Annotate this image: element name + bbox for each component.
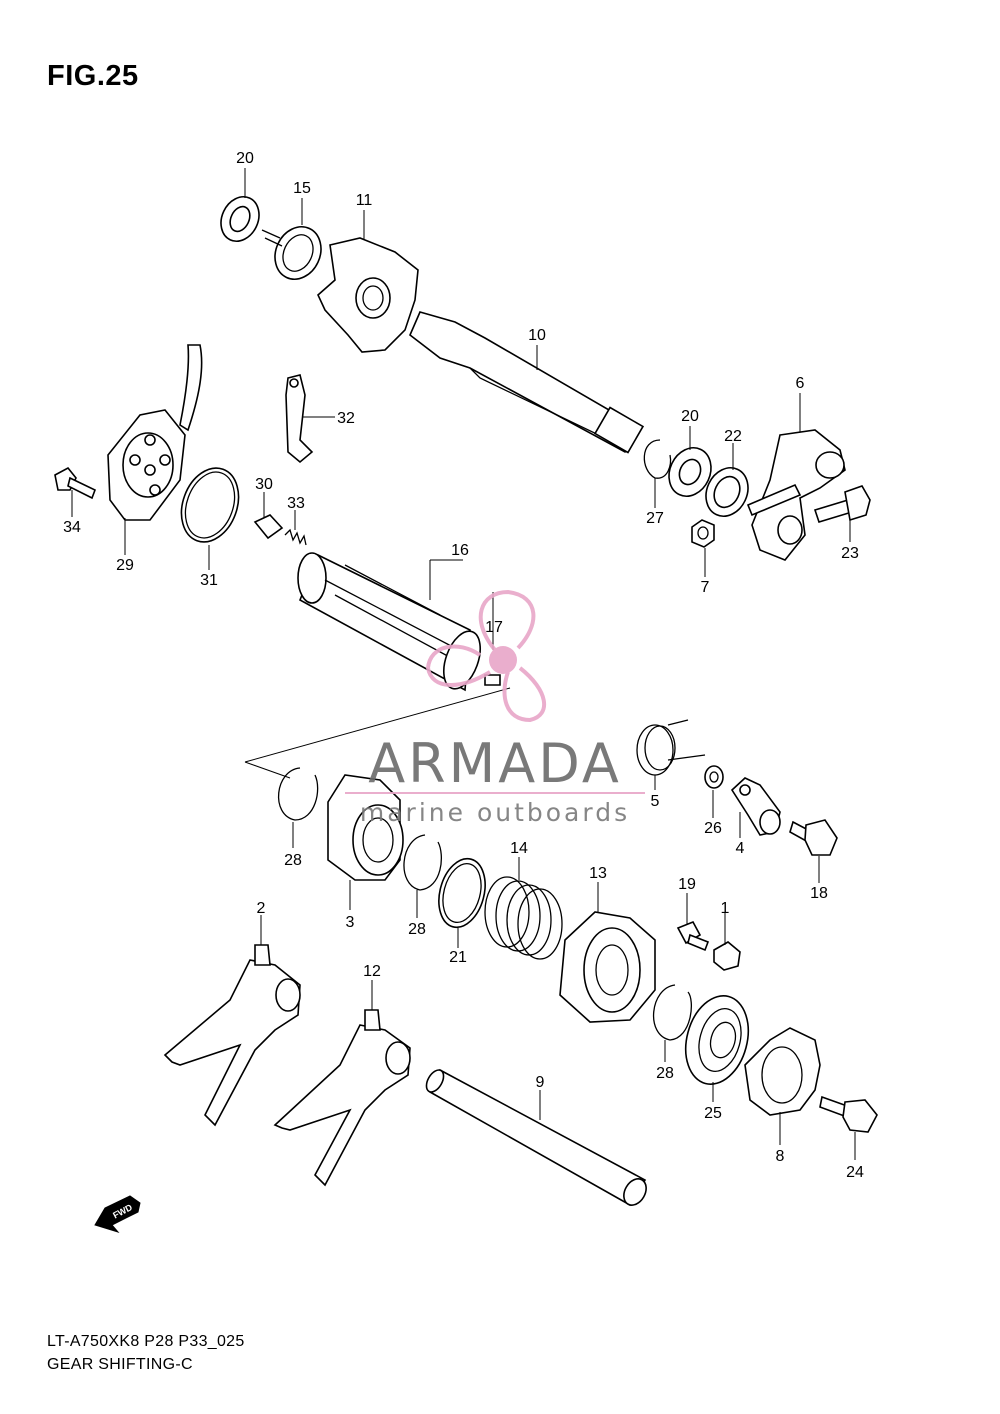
callout-28: 28 [408,921,426,938]
callout-26: 26 [704,820,722,837]
callout-22: 22 [724,428,742,445]
callout-34: 34 [63,519,81,536]
part-circlip-28-left[interactable] [278,767,319,821]
section-title: GEAR SHIFTING-C [47,1356,193,1373]
part-o-ring-31[interactable] [172,460,249,550]
part-spring-15[interactable] [261,219,329,287]
callout-25: 25 [704,1105,722,1122]
part-spring-5[interactable] [636,719,706,776]
part-switch-cover-29[interactable] [107,344,203,521]
part-lever-bolt[interactable] [746,483,802,517]
part-pin-17[interactable] [484,674,501,686]
figure-title: FIG.25 [47,60,139,92]
callout-24: 24 [846,1164,864,1181]
callout-9: 9 [536,1074,545,1091]
fwd-direction-arrow: FWD [94,1195,141,1233]
part-washer-20-right[interactable] [661,441,718,503]
callout-6: 6 [796,375,805,392]
callout-15: 15 [293,180,311,197]
callout-4: 4 [736,840,745,857]
part-oil-seal-22[interactable] [698,461,755,523]
part-spring-33[interactable] [284,528,307,546]
part-cam-drum-16[interactable] [297,552,487,694]
part-gearshift-shaft-10[interactable] [409,311,645,454]
callout-10: 10 [528,327,546,344]
part-bolt-34[interactable] [54,466,97,500]
part-circlip-28-right[interactable] [653,984,692,1041]
part-pin-30[interactable] [253,514,284,540]
figure-caption: LT-A750XK8 P28 P33_025 GEAR SHIFTING-C [47,1330,245,1376]
callout-20: 20 [681,408,699,425]
callout-11: 11 [356,192,373,209]
callout-5: 5 [651,793,660,810]
callout-23: 23 [841,545,859,562]
watermark-tagline: marine outboards [360,798,630,827]
callout-27: 27 [646,510,664,527]
callout-12: 12 [363,963,381,980]
callout-28: 28 [656,1065,674,1082]
part-shift-fork-2[interactable] [163,944,301,1127]
callout-32: 32 [337,410,355,427]
part-shift-fork-12[interactable] [273,1009,411,1187]
callout-20: 20 [236,150,254,167]
part-bearing-25[interactable] [676,989,757,1091]
part-washer-21[interactable] [432,853,493,932]
callout-labels: 20 15 11 10 6 32 20 22 27 7 23 34 29 30 … [63,150,864,1181]
part-spring-14[interactable] [484,876,563,960]
part-circlip-27[interactable] [643,439,672,479]
callout-7: 7 [701,579,710,596]
part-cam-driven-gear-13[interactable] [559,911,656,1023]
callout-2: 2 [257,900,266,917]
callout-30: 30 [255,476,273,493]
part-cam-plate-8[interactable] [744,1027,821,1116]
callout-16: 16 [451,542,469,559]
callout-3: 3 [346,914,355,931]
part-nut-1[interactable] [713,941,741,971]
part-stopper-arm-4[interactable] [730,777,781,836]
callout-8: 8 [776,1148,785,1165]
part-bracket-32[interactable] [285,374,314,464]
watermark-name: ARMADA [368,732,622,795]
part-shift-arm-11[interactable] [317,237,419,353]
callout-28: 28 [284,852,302,869]
callout-17: 17 [485,619,503,636]
leader-lines [71,168,856,1160]
part-circlip-28-middle[interactable] [403,834,442,891]
part-bolt-18[interactable] [789,819,838,856]
propeller-logo-icon [425,589,547,723]
part-screw-19[interactable] [676,920,710,952]
callout-33: 33 [287,495,305,512]
callout-18: 18 [810,885,828,902]
part-fork-shaft-9[interactable] [423,1067,651,1209]
part-bolt-24[interactable] [819,1095,878,1133]
callout-29: 29 [116,557,134,574]
part-gearshift-cam-3[interactable] [327,774,404,881]
callout-13: 13 [589,865,607,882]
callout-21: 21 [449,949,467,966]
callout-1: 1 [721,900,730,917]
callout-19: 19 [678,876,696,893]
part-washer-26[interactable] [704,765,724,789]
model-code: LT-A750XK8 P28 P33_025 [47,1333,245,1350]
part-nut-7[interactable] [691,519,715,548]
armada-watermark: ARMADA marine outboards [345,589,645,827]
callout-14: 14 [510,840,528,857]
callout-31: 31 [200,572,218,589]
part-washer-20-top[interactable] [214,191,266,248]
part-bolt-23[interactable] [813,485,871,523]
